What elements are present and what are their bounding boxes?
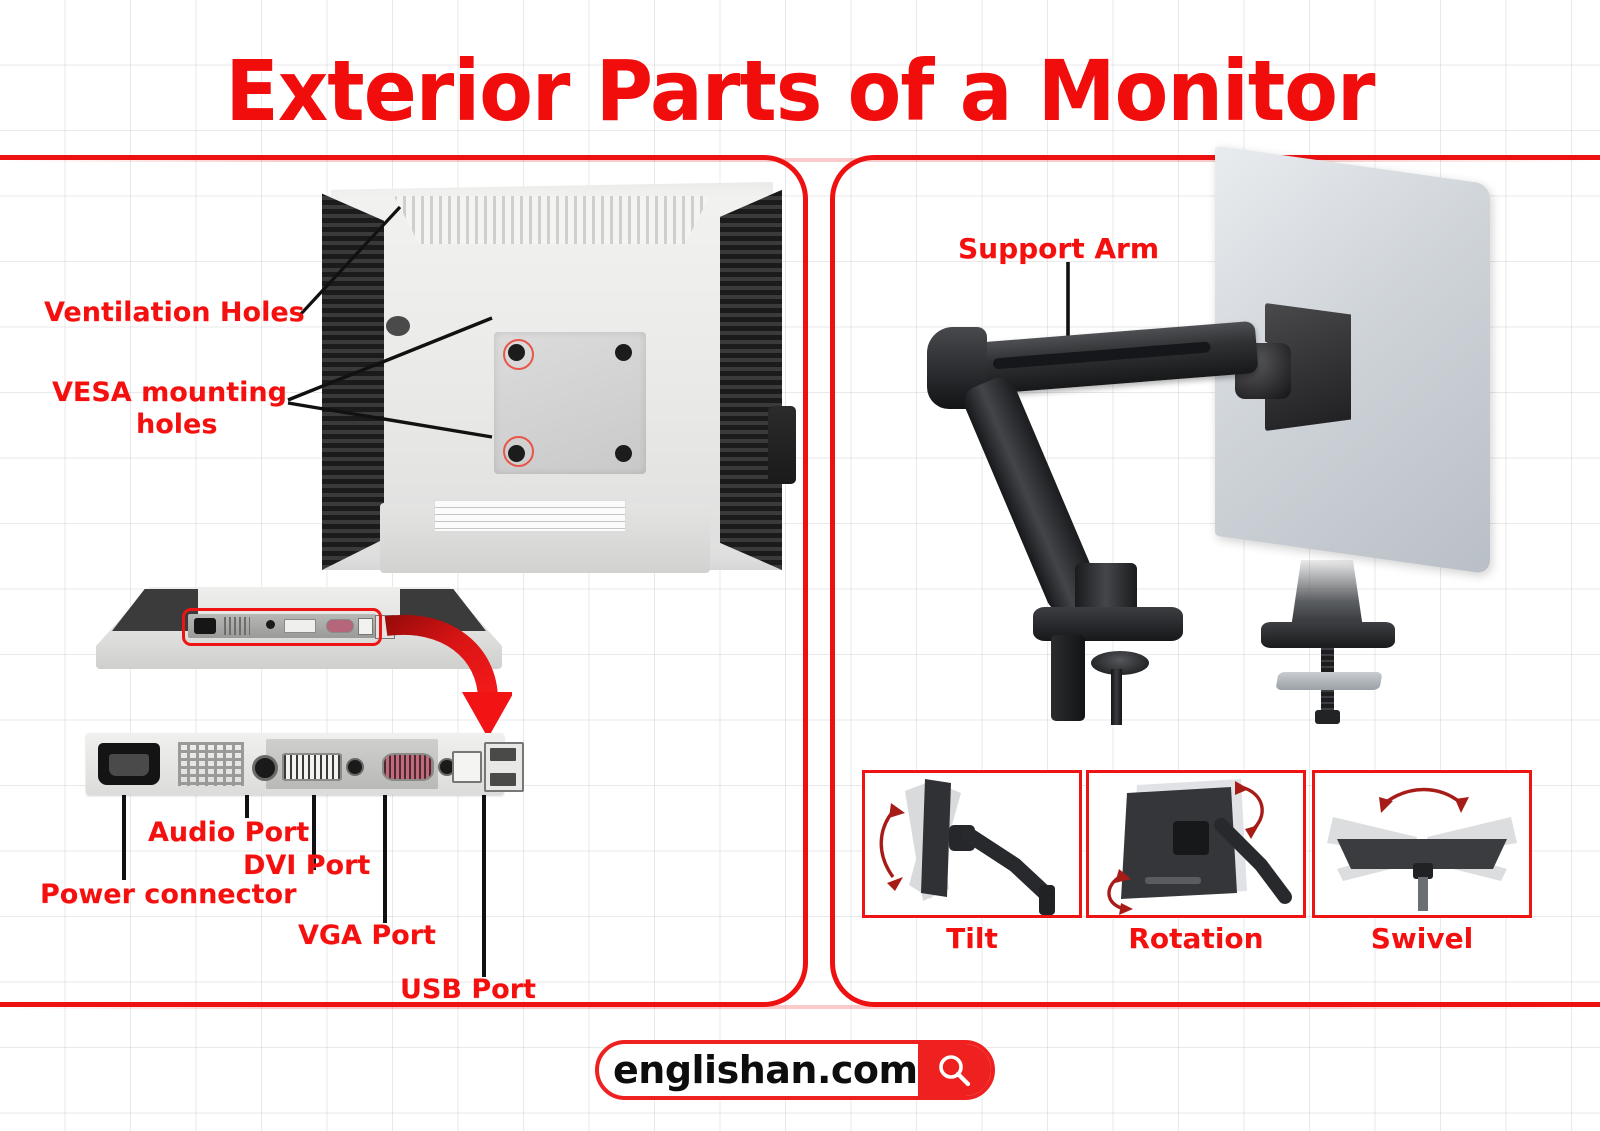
- support-arm-assembly-image: [905, 145, 1490, 725]
- port-region-highlight-box: [182, 608, 382, 646]
- ventilation-grille-left: [322, 193, 384, 570]
- bottom-view-vents: [224, 617, 250, 635]
- grommet-under-desk-plate: [1275, 672, 1383, 690]
- rotation-illustration: [1107, 779, 1292, 915]
- label-power-connector: Power connector: [40, 879, 297, 910]
- audio-jack-port: [252, 755, 278, 781]
- grommet-nut: [1315, 710, 1340, 724]
- feature-box-tilt: [862, 770, 1082, 918]
- caption-tilt: Tilt: [946, 922, 998, 955]
- grommet-mount-image: [1255, 560, 1405, 724]
- vesa-hole-highlight-bottom: [503, 436, 534, 467]
- caption-rotation: Rotation: [1128, 922, 1264, 955]
- ventilation-slots-top: [394, 196, 710, 244]
- swivel-illustration: [1327, 787, 1517, 911]
- vga-port-connector: [382, 753, 434, 781]
- feature-box-swivel: [1312, 770, 1532, 918]
- port-strip-ventilation: [178, 742, 244, 786]
- tilt-illustration: [879, 779, 1055, 915]
- caption-swivel: Swivel: [1370, 922, 1474, 955]
- label-support-arm: Support Arm: [958, 232, 1160, 265]
- monitor-spec-label-sticker: [434, 500, 626, 532]
- search-icon[interactable]: [917, 1044, 991, 1096]
- desk-clamp-screw: [1111, 669, 1122, 725]
- usb-type-a-ports: [484, 742, 524, 792]
- iec-power-socket: [98, 743, 160, 785]
- grommet-top-plate: [1261, 622, 1395, 648]
- aux-jack-left: [346, 758, 364, 776]
- feature-box-rotation: [1086, 770, 1306, 918]
- left-panel-border: [0, 155, 808, 1007]
- footer-branding[interactable]: englishan.com: [595, 1040, 995, 1100]
- rear-port-strip-image: [86, 733, 524, 795]
- label-vga-port: VGA Port: [298, 920, 436, 951]
- vesa-mount-plate: [494, 332, 646, 474]
- desk-clamp-bracket: [1051, 635, 1085, 721]
- ventilation-grille-right: [720, 189, 782, 570]
- label-dvi-port: DVI Port: [243, 850, 371, 881]
- label-usb-port: USB Port: [400, 974, 536, 1005]
- vesa-hole-top-right: [615, 344, 632, 361]
- stand-neck-stub: [386, 316, 410, 336]
- bottom-view-audio-jack: [266, 620, 275, 629]
- magnifier-icon: [939, 1055, 971, 1087]
- vesa-hole-bottom-right: [615, 445, 632, 462]
- label-ventilation-holes: Ventilation Holes: [44, 297, 305, 328]
- label-vesa-mounting-holes-line1: VESA mounting: [52, 377, 287, 408]
- footer-pill[interactable]: englishan.com: [595, 1040, 995, 1100]
- vesa-hole-highlight-top: [503, 339, 534, 370]
- dvi-port-connector: [282, 753, 342, 781]
- zoom-callout-arrow: [384, 614, 512, 738]
- usb-type-b-port: [452, 751, 482, 783]
- page-title: Exterior Parts of a Monitor: [225, 42, 1375, 140]
- bottom-view-power-socket: [194, 618, 216, 634]
- bottom-view-dvi: [284, 619, 316, 633]
- top-accent-line: [0, 158, 1600, 162]
- monitor-side-tab: [768, 406, 796, 484]
- label-audio-port: Audio Port: [148, 817, 310, 848]
- bottom-view-vga: [326, 619, 354, 633]
- footer-domain-text: englishan.com: [613, 1048, 918, 1092]
- bottom-accent-line: [0, 1005, 1600, 1009]
- label-vesa-mounting-holes-line2: holes: [136, 409, 218, 440]
- grommet-column: [1291, 560, 1363, 628]
- bottom-view-usb-b: [358, 618, 373, 635]
- monitor-rear-view-image: [322, 182, 796, 573]
